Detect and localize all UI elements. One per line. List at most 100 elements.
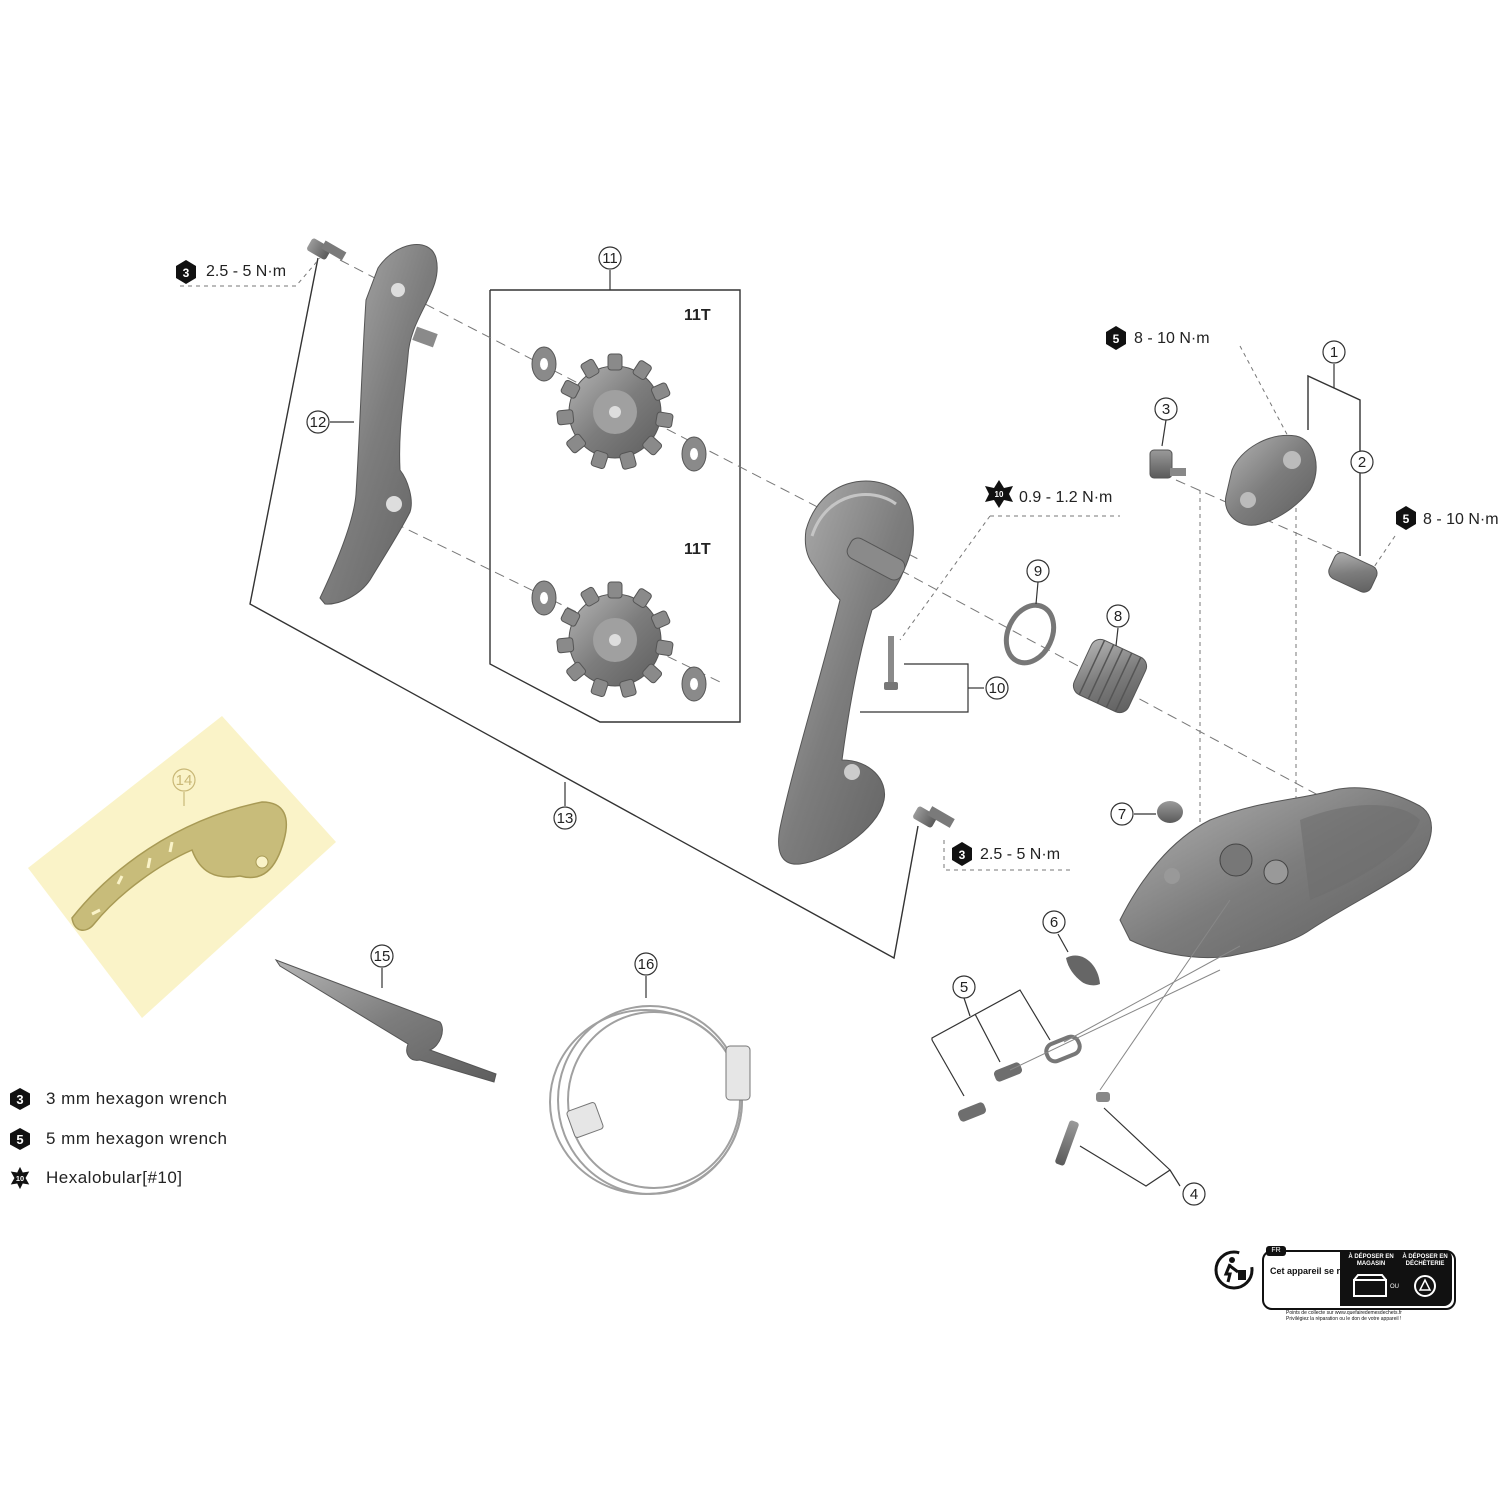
callout-14: 14 — [176, 772, 193, 789]
callout-6: 6 — [1050, 914, 1058, 931]
pulley-lower-teeth: 11T — [684, 541, 711, 558]
main-body-pivot-a — [1219, 843, 1253, 877]
part-16-usbc-plug — [566, 1102, 604, 1138]
bracket-5 — [931, 989, 1051, 1041]
callout-circle-5 — [952, 975, 976, 999]
callout-10: 10 — [989, 680, 1006, 697]
recycling-footer-2: Privilégiez la réparation ou le don de v… — [1286, 1316, 1402, 1322]
callout-16: 16 — [638, 956, 655, 973]
part-1-link — [1224, 434, 1317, 526]
bolt-top-left — [307, 238, 347, 261]
callout-circle-10 — [985, 676, 1009, 700]
pulley-upper-teeth: 11T — [684, 307, 711, 324]
torque-label-e: 2.5 - 5 N·m — [980, 846, 1060, 863]
part-5-plate — [1044, 1034, 1082, 1064]
callout-circle-3 — [1154, 397, 1178, 421]
part-9-ring — [1003, 602, 1057, 666]
legend-row-hex5: 5 5 mm hexagon wrench — [8, 1126, 227, 1152]
hex-3-icon-b — [952, 842, 972, 866]
part-14-highlight — [28, 716, 336, 1018]
hex-5-glyph-b: 5 — [1403, 512, 1410, 526]
legend-row-hexalobular: 10 Hexalobular[#10] — [8, 1165, 183, 1191]
callout-circle-8 — [1106, 604, 1130, 628]
callout-circle-13 — [553, 806, 577, 830]
part-16-cable — [549, 1005, 743, 1195]
callout-12: 12 — [310, 414, 327, 431]
torque-label-b: 8 - 10 N·m — [1134, 330, 1210, 347]
hexalobular-10-icon: 10 — [8, 1166, 32, 1190]
part-12-hole-upper — [391, 283, 405, 297]
bracket-10 — [860, 663, 969, 713]
callout-15: 15 — [374, 948, 391, 965]
hex-3-glyph-b: 3 — [959, 848, 966, 862]
callout-circle-4 — [1182, 1182, 1206, 1206]
part-14-hole — [255, 855, 269, 869]
hex-5-icon-b — [1396, 506, 1416, 530]
callout-5: 5 — [960, 979, 968, 996]
legend-label-hex3: 3 mm hexagon wrench — [46, 1089, 228, 1108]
torque-label-c: 8 - 10 N·m — [1423, 511, 1499, 528]
part-1-hole-a — [1283, 451, 1301, 469]
main-body-pivot-b — [1263, 859, 1289, 885]
main-body-pivot-c — [1164, 868, 1180, 884]
part-15-tool — [274, 958, 497, 1083]
part-12-hole-lower — [386, 496, 402, 512]
outer-plate — [778, 480, 914, 865]
callout-4: 4 — [1190, 1186, 1198, 1203]
recycling-footer-1: Points de collecte sur www.quefairedemes… — [1286, 1310, 1402, 1316]
part-2-bushing — [1328, 552, 1378, 593]
hex-5-icon-a — [1106, 326, 1126, 350]
part-16-usb-plug — [725, 1045, 751, 1101]
bracket-4 — [1079, 1107, 1171, 1187]
part-3-bolt — [1149, 449, 1186, 479]
part-5-grub-b — [957, 1102, 987, 1122]
bolt-lower — [913, 806, 955, 828]
legend-label-hexalobular: Hexalobular[#10] — [46, 1168, 183, 1187]
hex-5-glyph: 5 — [1113, 332, 1120, 346]
part-6-pad — [1066, 955, 1100, 986]
recycling-main-text: Cet appareil se recycle — [1270, 1266, 1368, 1276]
triman-icon — [1214, 1250, 1254, 1290]
recycling-label: FR Cet appareil se recycle À DÉPOSER EN … — [1212, 1244, 1456, 1324]
store-icon — [1353, 1274, 1387, 1297]
torque-label-a: 2.5 - 5 N·m — [206, 263, 286, 280]
legend-row-hex3: 3 3 mm hexagon wrench — [8, 1086, 227, 1112]
recycling-store: À DÉPOSER EN MAGASIN — [1348, 1254, 1394, 1267]
callout-circle-7 — [1110, 802, 1134, 826]
callout-circle-2 — [1350, 450, 1374, 474]
hex-5-icon: 5 — [8, 1127, 32, 1151]
callout-circle-12 — [306, 410, 330, 434]
torque-label-d: 0.9 - 1.2 N·m — [1019, 489, 1112, 506]
callout-circle-9 — [1026, 559, 1050, 583]
recycling-footer: Points de collecte sur www.quefairedemes… — [1286, 1310, 1456, 1322]
callout-1: 1 — [1330, 344, 1338, 361]
bracket-13 — [249, 257, 919, 960]
recycling-badge: FR — [1266, 1246, 1286, 1256]
legend-label-hex5: 5 mm hexagon wrench — [46, 1129, 228, 1148]
callout-circle-6 — [1042, 910, 1066, 934]
outer-plate-arc — [810, 493, 897, 537]
callout-9: 9 — [1034, 563, 1042, 580]
callout-7: 7 — [1118, 806, 1126, 823]
callout-circle-11 — [598, 246, 622, 270]
callout-circle-14 — [172, 768, 196, 792]
pulley-lower-group — [531, 580, 707, 702]
bracket-11 — [489, 289, 741, 723]
hex-3-icon-a — [176, 260, 196, 284]
hex-3-icon: 3 — [8, 1087, 32, 1111]
callout-2: 2 — [1358, 454, 1366, 471]
outer-plate-lower-hole — [844, 764, 860, 780]
callout-11: 11 — [602, 250, 618, 267]
part-4-pin — [1055, 1120, 1079, 1166]
svg-text:5: 5 — [16, 1132, 23, 1147]
callout-8: 8 — [1114, 608, 1122, 625]
part-14-guard — [71, 801, 288, 931]
hexalobular-10-icon-a — [985, 480, 1013, 508]
svg-text:10: 10 — [16, 1174, 24, 1183]
cage-axle — [846, 537, 906, 581]
callout-circle-16 — [634, 952, 658, 976]
part-12-inner-plate — [319, 244, 438, 605]
part-12-tab — [412, 326, 438, 348]
part-5-grub-a — [993, 1062, 1023, 1082]
